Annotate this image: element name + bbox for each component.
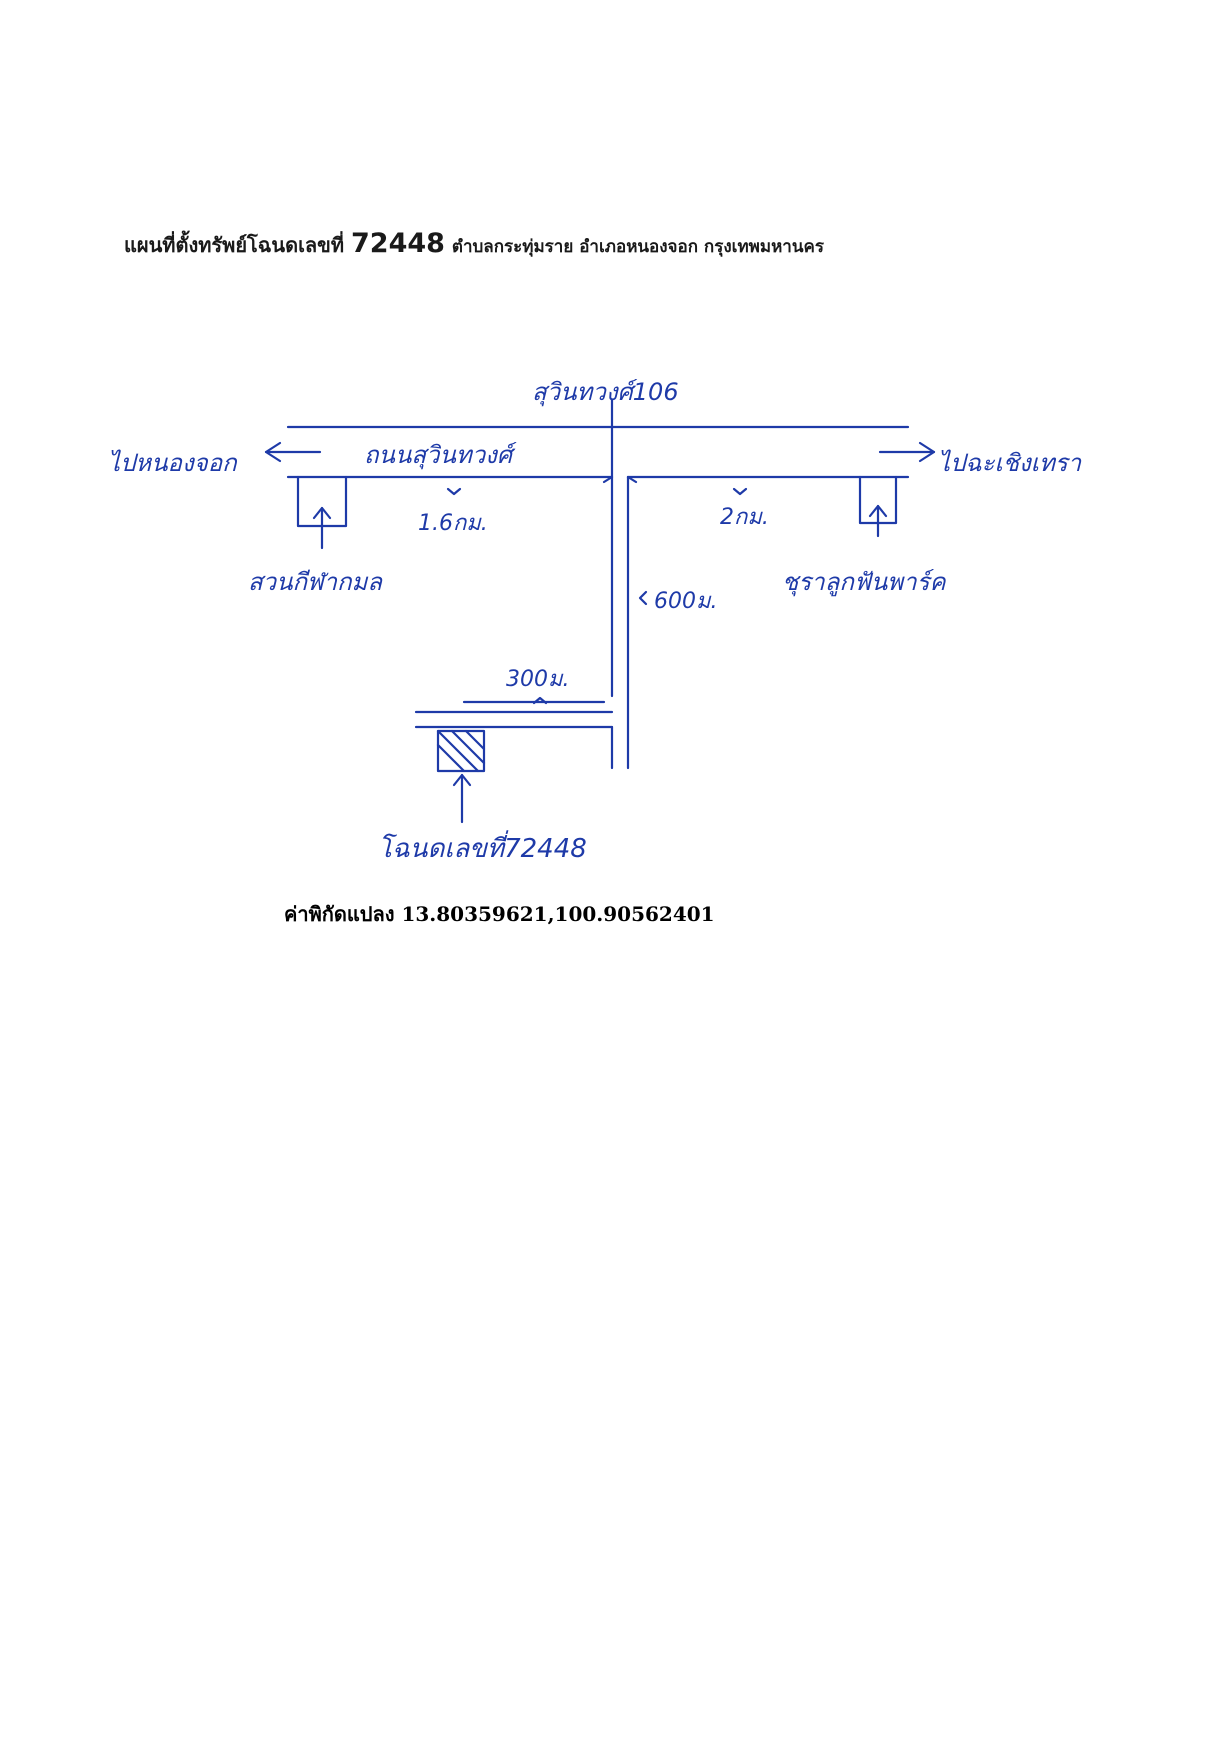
left-landmark-label: สวนกีฬากมล [248, 568, 383, 596]
side-road-distance-label: 300ม. [506, 667, 570, 692]
soi-road [602, 398, 638, 770]
left-distance-label: 1.6กม. [418, 511, 488, 536]
right-direction-label: ไปฉะเชิงเทรา [938, 449, 1083, 477]
arrow-up-right-landmark-icon [868, 504, 888, 538]
page-title: แผนที่ตั้งทรัพย์โฉนดเลขที่ 72448 ตำบลกระ… [124, 228, 1124, 261]
distance-ticks [446, 487, 748, 705]
title-deed-number: 72448 [351, 228, 445, 259]
side-road [414, 710, 614, 729]
target-plot [436, 729, 486, 773]
plot-coordinates: ค่าพิกัดแปลง 13.80359621,100.90562401 [284, 898, 715, 930]
road-label: ถนนสุวินทวงศ์ [364, 441, 517, 470]
soi-distance-label: 600ม. [654, 589, 718, 614]
coordinates-label: ค่าพิกัดแปลง [284, 902, 395, 926]
soi-label: สุวินทวงศ์106 [532, 378, 679, 407]
coordinates-value: 13.80359621,100.90562401 [401, 902, 715, 926]
title-location: ตำบลกระทุ่มราย อำเภอหนองจอก กรุงเทพมหานค… [451, 237, 824, 257]
right-landmark-label: ชุราลูกฟันพาร์ค [782, 568, 946, 597]
arrow-up-target-icon [452, 773, 472, 824]
main-road [286, 425, 910, 479]
arrow-up-left-landmark-icon [312, 506, 332, 550]
title-prefix: แผนที่ตั้งทรัพย์โฉนดเลขที่ [124, 233, 345, 257]
right-distance-label: 2กม. [720, 505, 769, 530]
arrow-right-icon [878, 441, 936, 463]
target-label: โฉนดเลขที่72448 [378, 830, 587, 864]
left-direction-label: ไปหนองจอก [108, 449, 238, 477]
arrow-left-icon [264, 441, 322, 463]
